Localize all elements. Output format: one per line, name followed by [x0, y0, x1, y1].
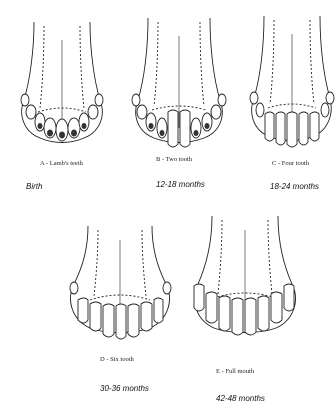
panel-a-age: Birth [26, 182, 42, 191]
panel-d-age: 30-36 months [100, 384, 149, 393]
jaw-illustration-e [186, 214, 304, 364]
panel-e-caption: E - Full mouth [216, 368, 254, 375]
panel-d: D - Six tooth 30-36 months [64, 224, 176, 404]
jaw-illustration-d [64, 224, 176, 364]
panel-b: B - Two tooth 12-18 months [124, 16, 234, 196]
panel-b-caption: B - Two tooth [156, 156, 192, 163]
panel-e: E - Full mouth 42-48 months [186, 214, 304, 404]
panel-e-age: 42-48 months [216, 394, 265, 403]
jaw-illustration-c [246, 14, 336, 164]
jaw-illustration-a [12, 20, 112, 170]
panel-d-caption: D - Six tooth [100, 356, 134, 363]
panel-c: C - Four tooth 18-24 months [246, 14, 336, 199]
panel-c-age: 18-24 months [270, 182, 319, 191]
jaw-illustration-b [124, 16, 234, 166]
panel-a: A - Lamb's teeth Birth [12, 20, 112, 200]
panel-b-age: 12-18 months [156, 180, 205, 189]
panel-a-caption: A - Lamb's teeth [40, 160, 83, 167]
panel-c-caption: C - Four tooth [272, 160, 309, 167]
